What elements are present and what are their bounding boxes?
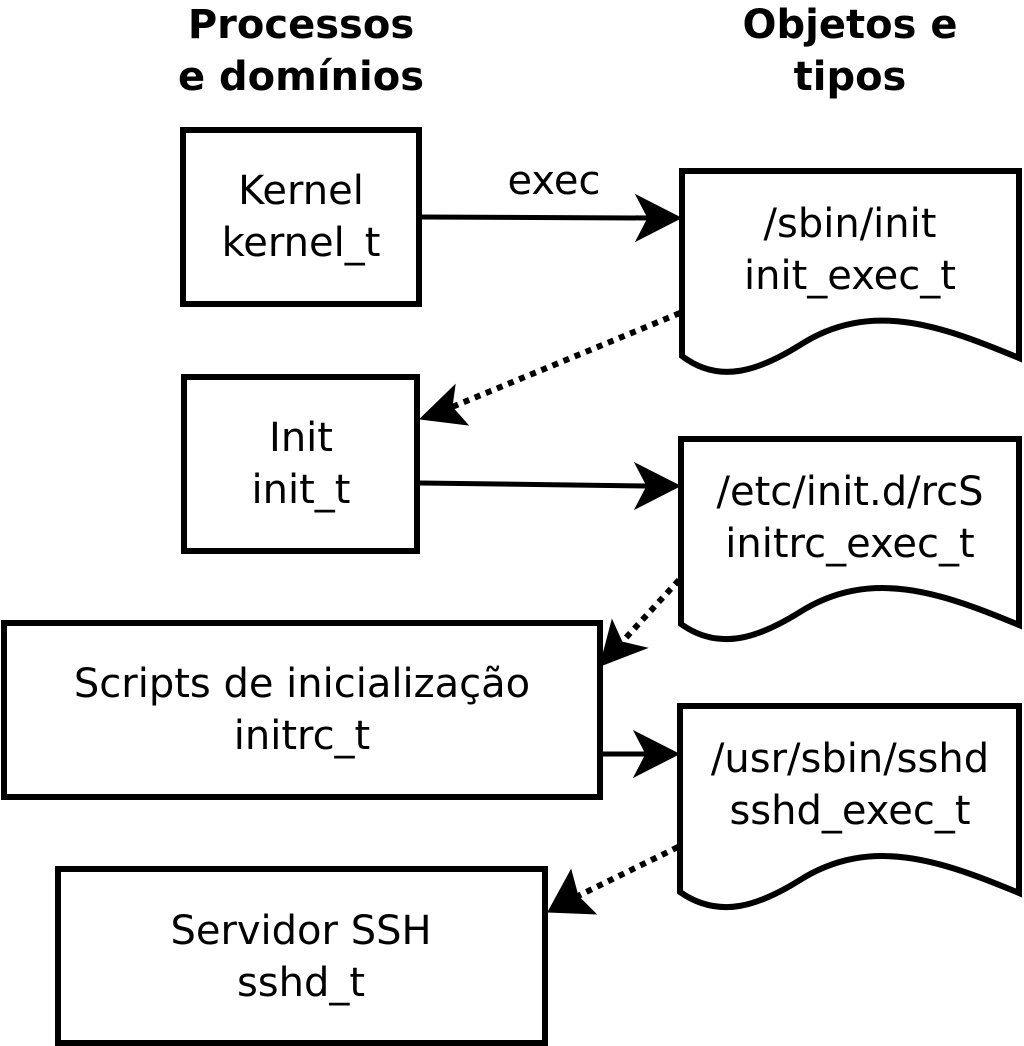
process-init-scripts-type: initrc_t xyxy=(234,713,371,759)
object-usr-sbin-sshd-path: /usr/sbin/sshd xyxy=(711,736,989,782)
process-kernel-name: Kernel xyxy=(238,168,364,214)
arrow-kernel-to-sbin-init-head xyxy=(634,193,683,243)
arrow-sshd-to-ssh-server xyxy=(547,844,680,915)
process-ssh-server-box xyxy=(55,866,548,1046)
arrow-sbin-init-to-init-line xyxy=(450,310,682,410)
heading-objects-line-1: Objetos e xyxy=(743,2,958,48)
arrow-sbin-init-to-init xyxy=(418,310,682,426)
process-init: Init init_t xyxy=(181,374,420,554)
arrow-init-to-rcs xyxy=(419,461,682,511)
arrow-init-to-rcs-line xyxy=(419,480,650,489)
object-usr-sbin-sshd-type: sshd_exec_t xyxy=(729,788,970,834)
object-etc-rcs-path: /etc/init.d/rcS xyxy=(716,469,983,515)
arrow-rcs-to-scripts-head xyxy=(599,618,649,667)
heading-processes-line-1: Processos xyxy=(188,2,414,48)
process-init-name: Init xyxy=(269,415,333,461)
object-etc-rcs-type: initrc_exec_t xyxy=(725,521,974,567)
object-sbin-init-shape xyxy=(679,168,1022,375)
process-ssh-server-name: Servidor SSH xyxy=(170,908,431,954)
object-sbin-init-path: /sbin/init xyxy=(764,201,937,247)
process-init-scripts: Scripts de inicialização initrc_t xyxy=(1,620,603,800)
heading-objects-line-2: tipos xyxy=(794,54,907,100)
process-ssh-server-type: sshd_t xyxy=(237,960,365,1006)
process-init-type: init_t xyxy=(252,467,351,513)
arrow-sbin-init-to-init-head xyxy=(418,383,470,426)
object-etc-rcs: /etc/init.d/rcS initrc_exec_t xyxy=(678,436,1022,642)
object-etc-rcs-shape xyxy=(678,436,1022,642)
process-kernel: Kernel kernel_t xyxy=(180,127,422,307)
arrow-rcs-to-scripts-line xyxy=(619,577,682,645)
arrow-scripts-to-sshd-head xyxy=(632,729,681,779)
arrow-kernel-to-sbin-init xyxy=(419,193,683,243)
object-usr-sbin-sshd: /usr/sbin/sshd sshd_exec_t xyxy=(677,703,1022,910)
process-kernel-type: kernel_t xyxy=(222,220,381,266)
process-init-scripts-name: Scripts de inicialização xyxy=(74,661,530,707)
process-init-box xyxy=(181,374,420,554)
arrow-kernel-to-sbin-init-line xyxy=(419,214,651,221)
object-usr-sbin-sshd-shape xyxy=(677,703,1022,910)
arrow-init-to-rcs-head xyxy=(633,461,682,511)
process-kernel-box xyxy=(180,127,422,307)
heading-processes-line-2: e domínios xyxy=(178,54,424,100)
arrow-sshd-to-ssh-server-head xyxy=(547,868,598,915)
arrow-rcs-to-scripts xyxy=(599,577,682,667)
object-sbin-init-type: init_exec_t xyxy=(744,253,956,299)
edge-label-exec: exec xyxy=(508,158,601,204)
process-init-scripts-box xyxy=(1,620,603,800)
arrow-scripts-to-sshd xyxy=(600,729,681,779)
object-sbin-init: /sbin/init init_exec_t xyxy=(679,168,1022,375)
process-ssh-server: Servidor SSH sshd_t xyxy=(55,866,548,1046)
arrow-sshd-to-ssh-server-line xyxy=(576,844,680,899)
